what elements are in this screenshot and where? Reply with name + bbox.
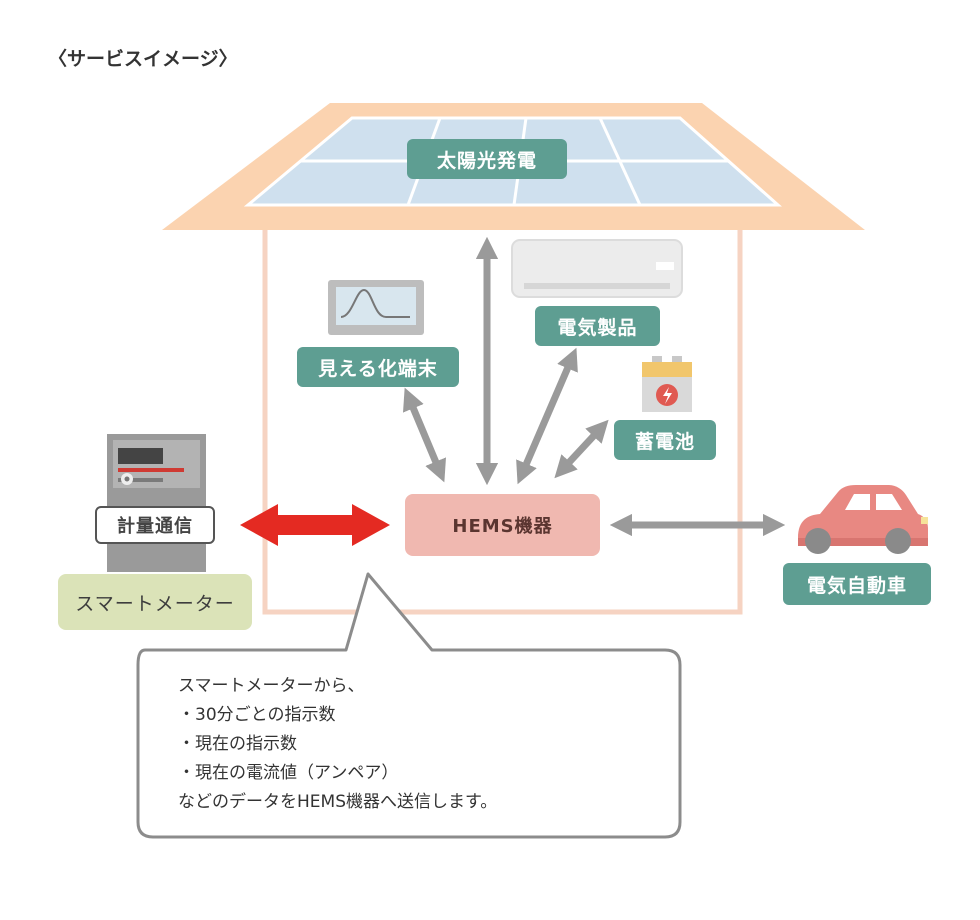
bubble-line: などのデータをHEMS機器へ送信します。 [178,792,498,812]
arrow-battery-hems [554,419,609,479]
bubble-text: スマートメーターから、 ・30分ごとの指示数 ・現在の指示数 ・現在の電流値（ア… [178,672,497,817]
label-meter-communication: 計量通信 [95,506,215,544]
label-battery: 蓄電池 [614,420,716,460]
battery-icon [642,356,692,412]
smart-meter-icon [107,434,206,572]
arrow-display-hems [402,387,447,483]
speech-bubble [136,572,682,839]
bubble-line: ・現在の指示数 [178,734,297,754]
bubble-line: ・現在の電流値（アンペア） [178,763,399,783]
label-ev: 電気自動車 [783,563,931,605]
label-hems: HEMS機器 [405,494,600,556]
label-solar: 太陽光発電 [407,139,567,179]
arrow-meter-hems [240,504,390,546]
label-display: 見える化端末 [297,347,459,387]
car-icon [798,485,928,554]
label-appliances: 電気製品 [535,306,660,346]
page-title: 〈サービスイメージ〉 [48,48,238,70]
bubble-line: ・30分ごとの指示数 [178,705,336,725]
arrow-appliances-hems [516,347,578,485]
air-conditioner-icon [511,239,683,298]
monitor-icon [328,280,424,335]
bubble-line: スマートメーターから、 [178,676,365,696]
label-smart-meter: スマートメーター [58,574,252,630]
